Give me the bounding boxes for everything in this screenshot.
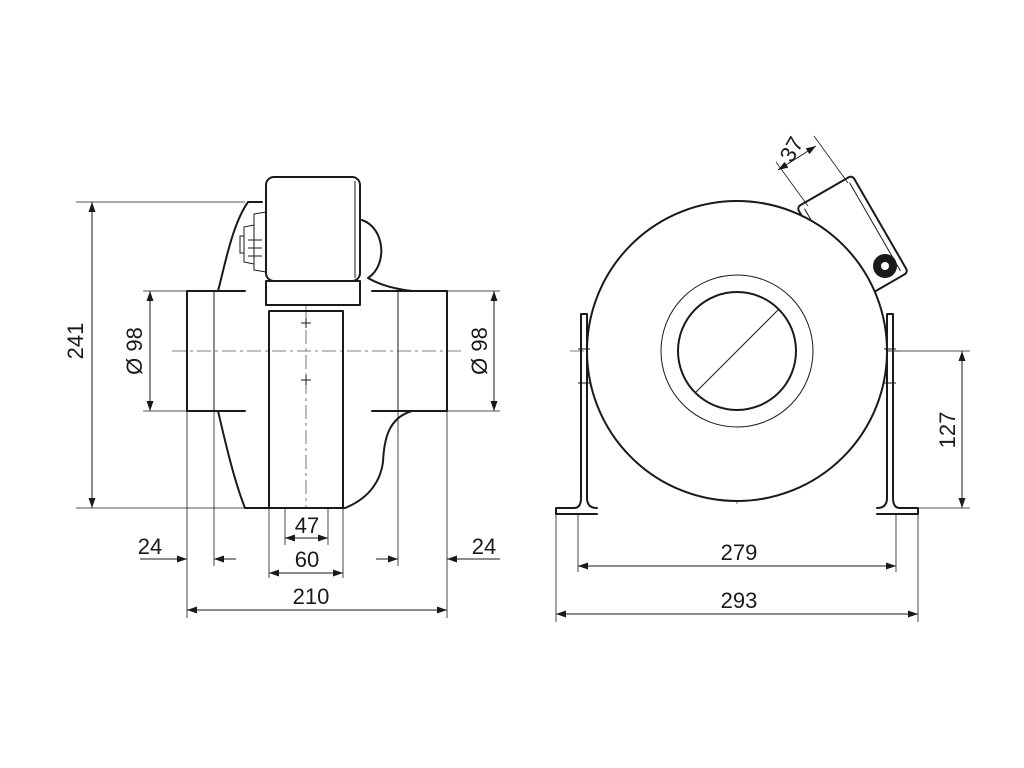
- left-inlet-collar: [186, 290, 246, 412]
- dim-collar-left: 24: [138, 534, 162, 559]
- housing-right-outline: [361, 219, 413, 292]
- mounting-hole-lower: [301, 375, 311, 385]
- dim-mount-outer: 293: [721, 588, 758, 613]
- dim-mount-inner: 279: [721, 540, 758, 565]
- dim-length-total: 210: [293, 584, 330, 609]
- dim-inlet-diameter-left: Ø 98: [122, 327, 147, 375]
- housing-left-outline: [217, 201, 263, 292]
- dim-box-inner: 47: [295, 513, 319, 538]
- side-view: 241 Ø 98 Ø 98 24 24 47 60: [63, 176, 500, 618]
- dim-collar-right: 24: [472, 534, 496, 559]
- dim-box-depth: 37: [775, 132, 809, 166]
- dim-height-total: 241: [63, 323, 88, 360]
- dim-box-outer: 60: [295, 547, 319, 572]
- mounting-hole-upper: [301, 318, 311, 328]
- inlet-opening: [677, 291, 797, 411]
- dim-inlet-diameter-right: Ø 98: [467, 327, 492, 375]
- front-view: 37 127 279 293: [555, 132, 970, 622]
- terminal-box: [265, 176, 361, 282]
- mounting-plate: [268, 310, 344, 509]
- dim-axis-height: 127: [935, 412, 960, 449]
- cable-gland: [239, 211, 267, 273]
